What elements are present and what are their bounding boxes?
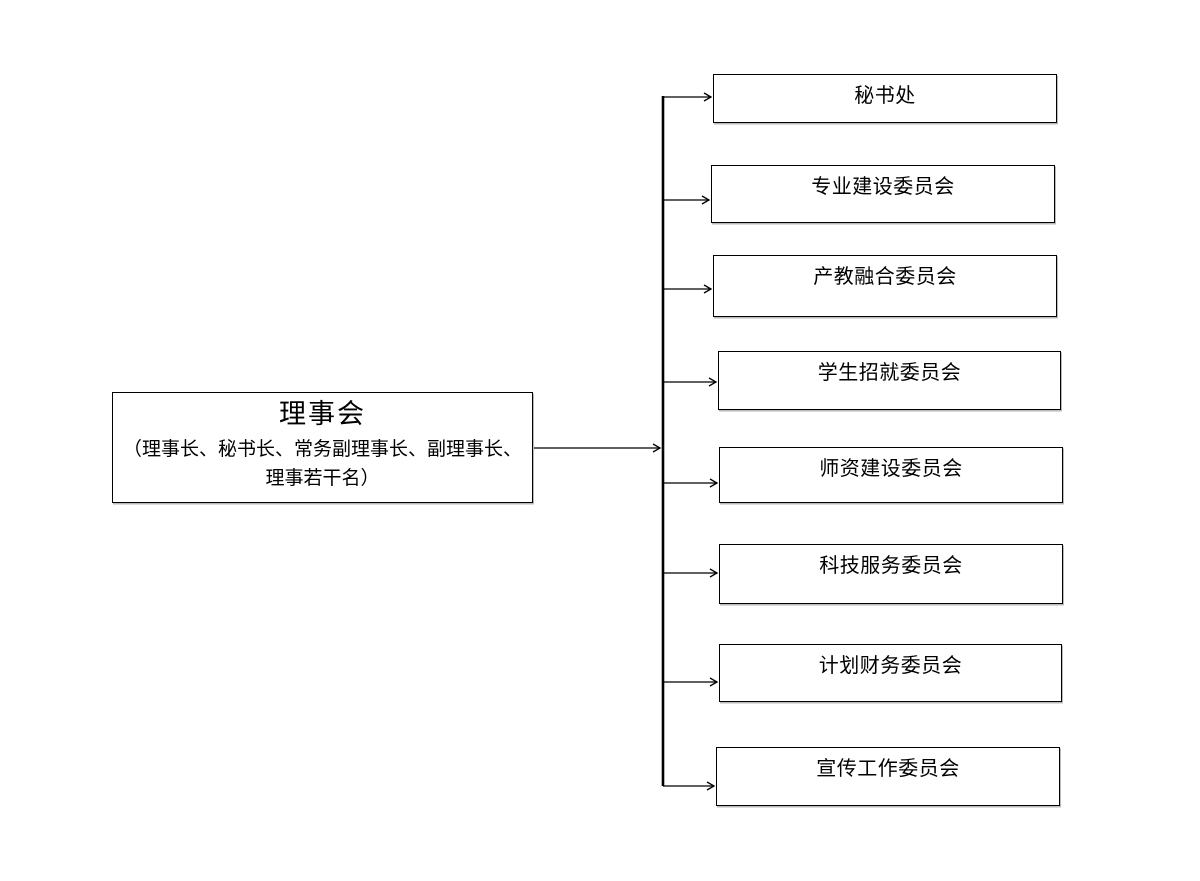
committee-label: 计划财务委员会	[818, 655, 963, 677]
committee-label: 产教融合委员会	[813, 266, 957, 288]
committee-node-secretariat: 秘书处	[713, 74, 1057, 123]
committee-node-planning-finance: 计划财务委员会	[719, 644, 1062, 702]
committee-label: 科技服务委员会	[819, 555, 963, 577]
committee-label: 宣传工作委员会	[816, 758, 960, 780]
committee-node-major-construction: 专业建设委员会	[711, 165, 1055, 223]
committee-label: 师资建设委员会	[819, 458, 963, 480]
committee-node-industry-education: 产教融合委员会	[713, 255, 1057, 317]
committee-node-student-recruitment: 学生招就委员会	[718, 351, 1061, 410]
committee-label: 秘书处	[854, 85, 916, 107]
committee-label: 专业建设委员会	[811, 176, 955, 198]
council-subtitle: （理事长、秘书长、常务副理事长、副理事长、理事若干名）	[122, 438, 522, 490]
committee-node-publicity-work: 宣传工作委员会	[716, 747, 1060, 806]
council-title: 理事会	[279, 399, 366, 429]
node-council: 理事会 （理事长、秘书长、常务副理事长、副理事长、理事若干名）	[112, 392, 533, 503]
committee-node-faculty-construction: 师资建设委员会	[719, 447, 1063, 503]
committee-label: 学生招就委员会	[817, 362, 962, 384]
committee-node-tech-service: 科技服务委员会	[719, 544, 1063, 604]
